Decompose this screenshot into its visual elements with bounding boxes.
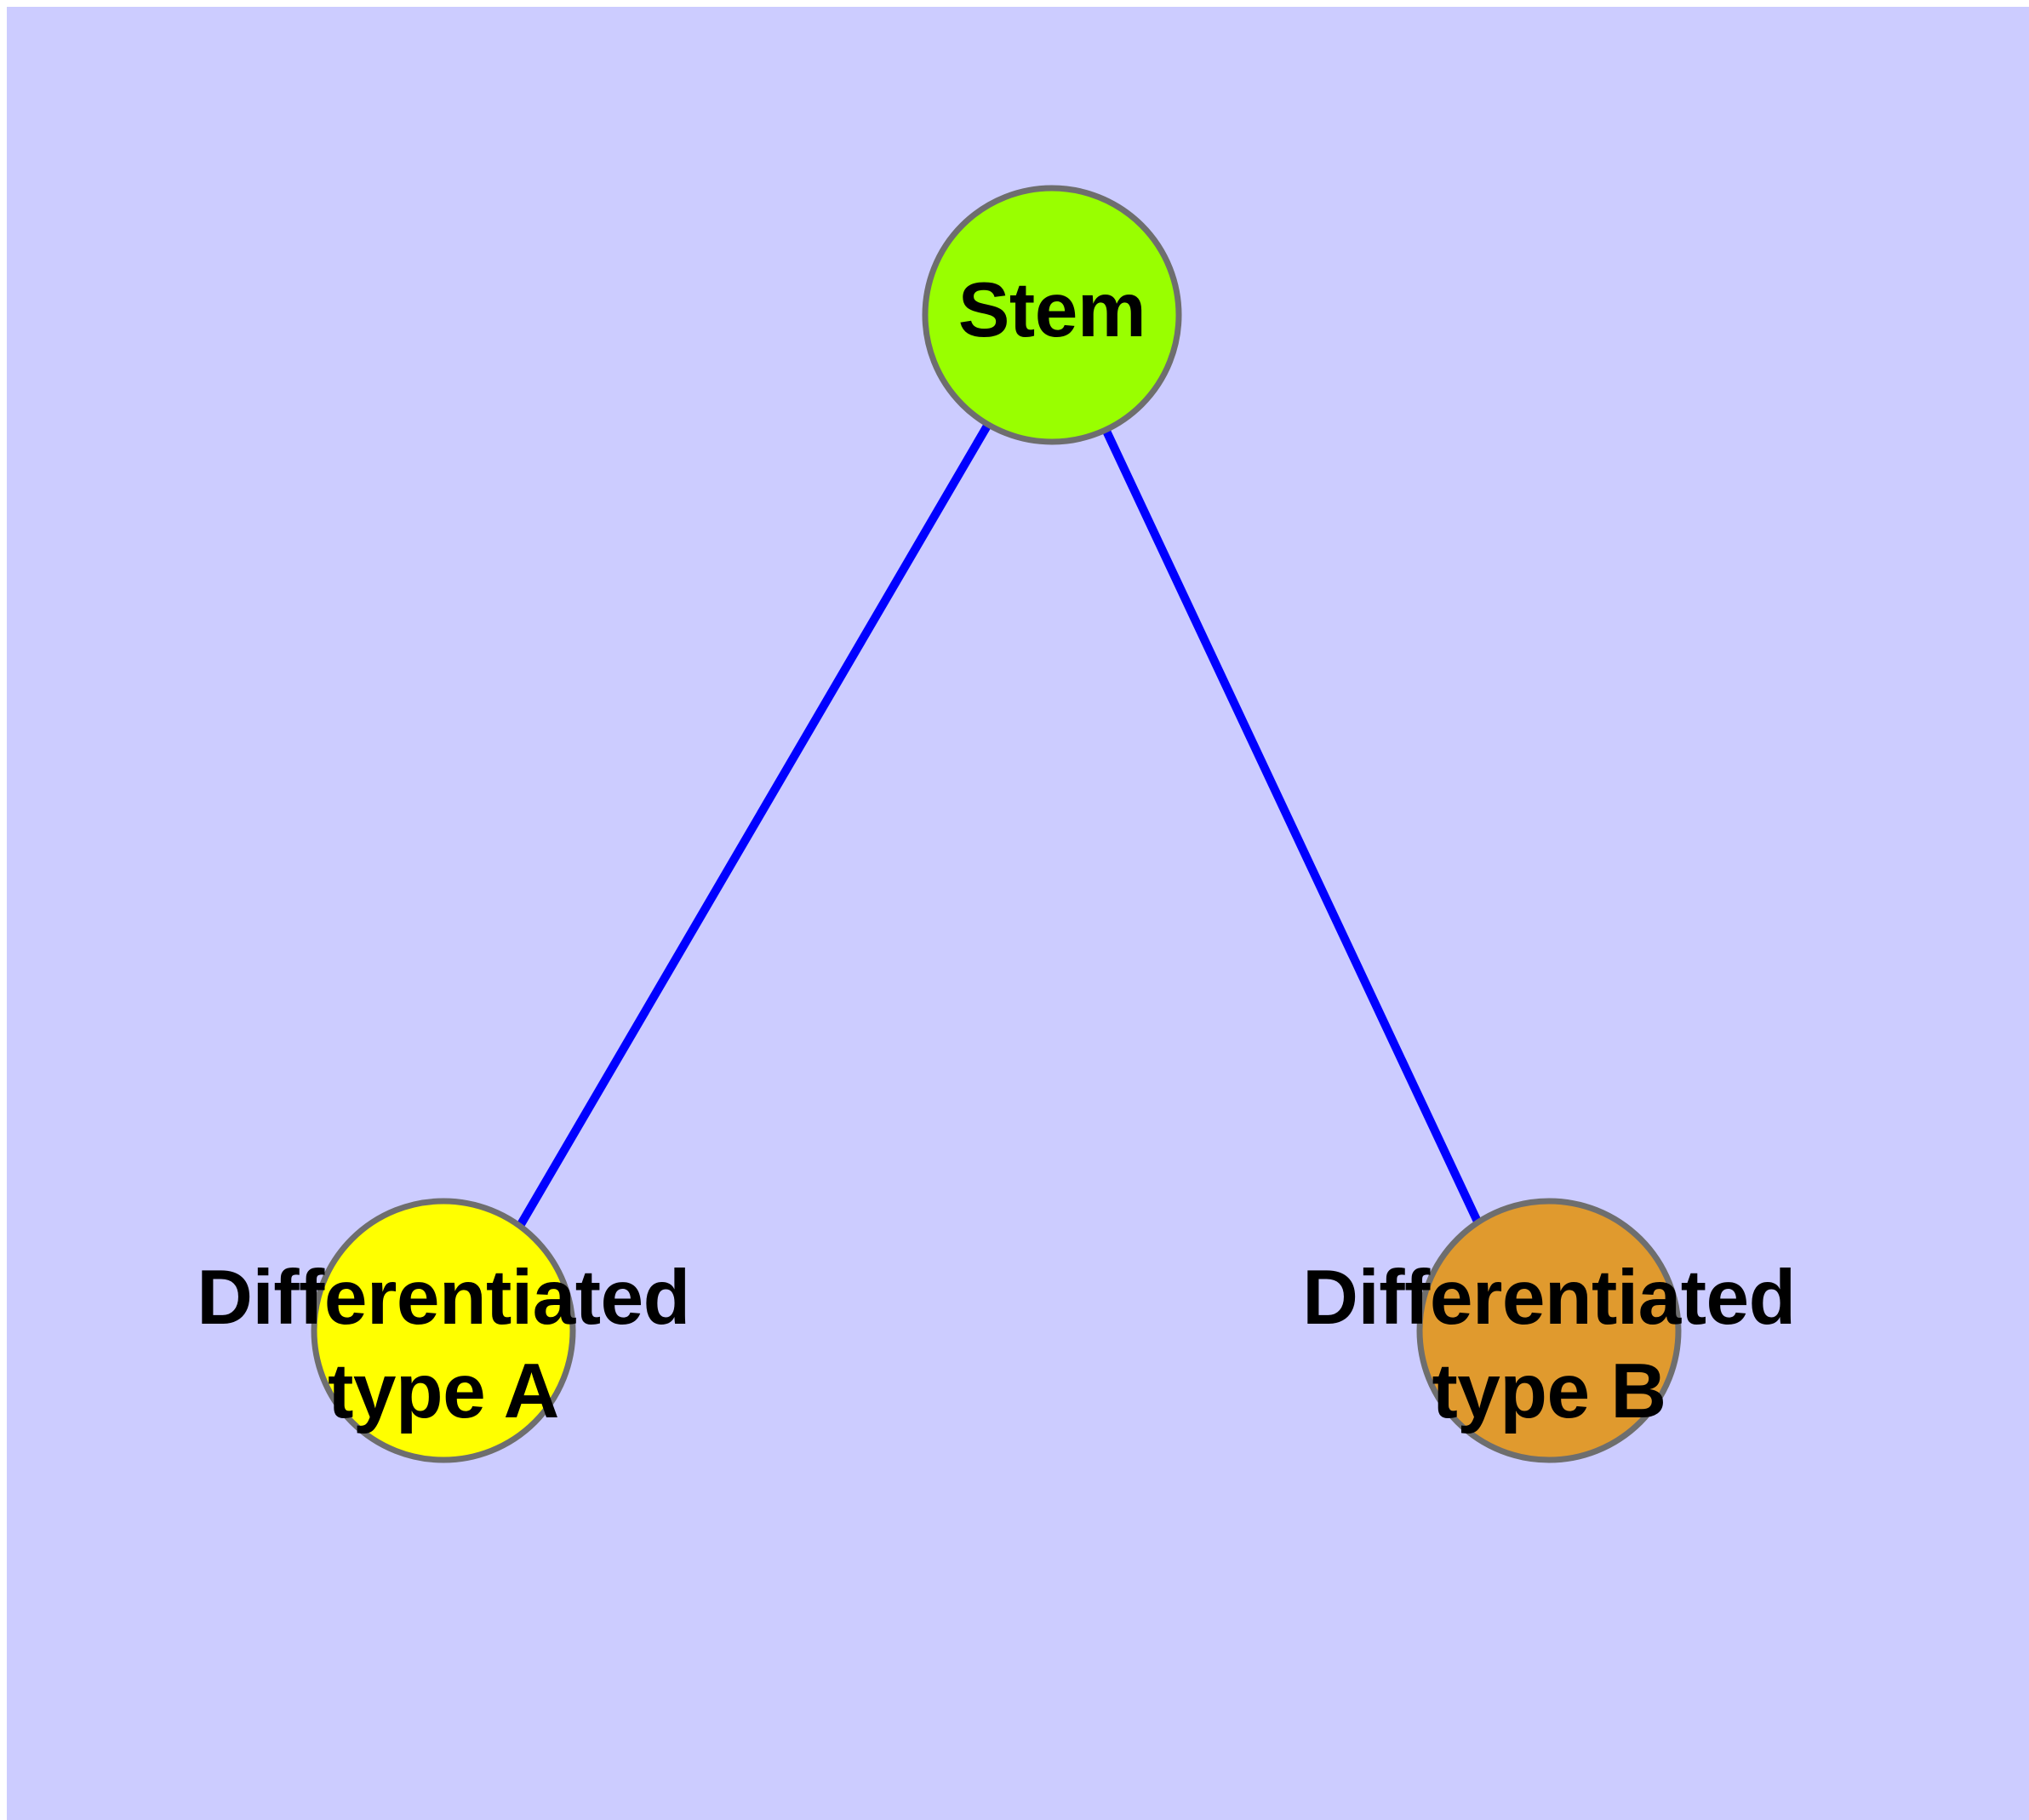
node-stem[interactable] [922, 185, 1182, 445]
node-differentiated-type-b[interactable] [1416, 1198, 1682, 1463]
node-differentiated-type-a[interactable] [311, 1198, 576, 1463]
edge-layer [516, 312, 1482, 1228]
edge-stem-to-differentiated-type-b [1048, 312, 1482, 1224]
edge-stem-to-differentiated-type-a [516, 312, 1056, 1228]
node-layer [311, 185, 1682, 1463]
